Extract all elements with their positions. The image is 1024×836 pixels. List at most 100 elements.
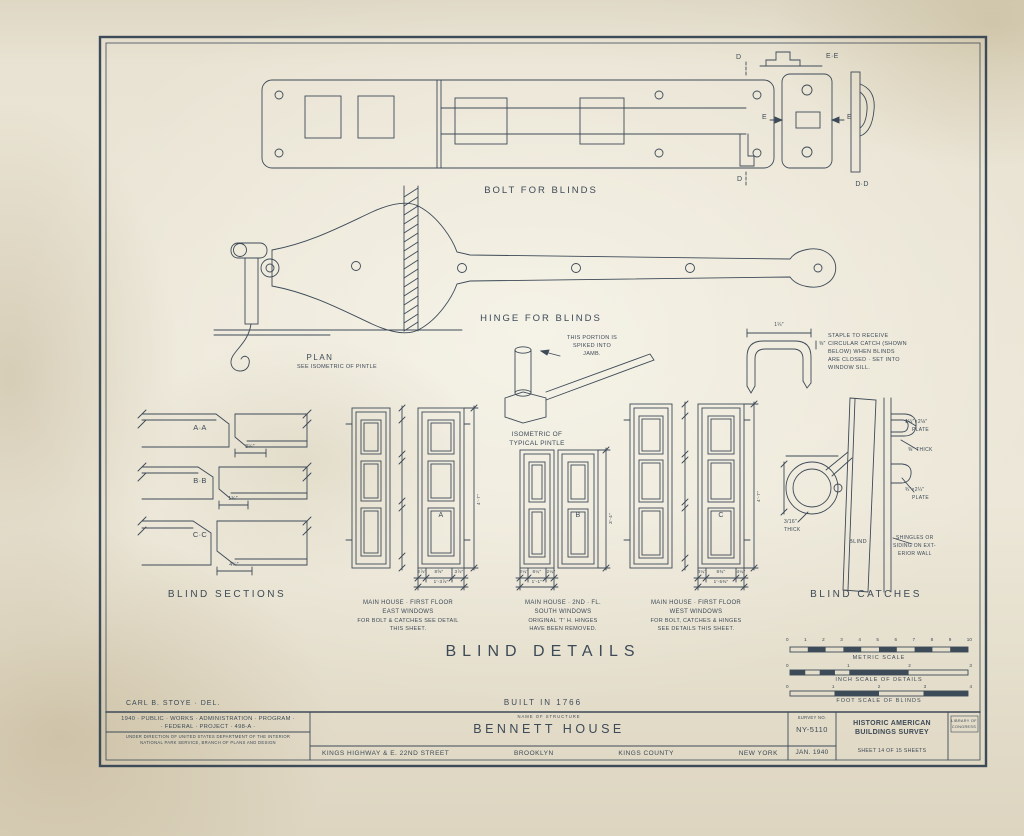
inch-scale-label: INCH SCALE OF DETAILS [835,677,923,683]
scale-bars [789,646,969,697]
catch-plate1-label: PLATE [912,427,929,433]
metric-10: 10 [966,637,972,642]
elev3-dim-w3: 4¼″ [736,569,746,574]
pintle-note-line1: THIS PORTION IS [566,335,618,341]
catch-blind-label: BLIND [849,539,867,545]
bolt-title: BOLT FOR BLINDS [484,185,598,196]
section-label-cc: C·C [192,530,208,539]
foot-2: 2 [877,684,881,689]
elev2-dim-w3: 2¼″ [546,569,556,574]
staple-thickness-dim: ⅜″ [819,341,826,347]
survey-no-label: SURVEY NO. [797,715,827,720]
foot-0: 0 [786,684,789,689]
sheet-number: SHEET 14 OF 15 SHEETS [857,748,927,754]
blind-catches-drawing [780,397,919,593]
blind-elevation-east [345,404,479,591]
section-dim-cc: 4¼″ [229,562,239,568]
blind-elevation-west [623,400,759,591]
loc-line1: LIBRARY OF [951,719,977,723]
survey-date: JAN. 1940 [795,749,829,756]
structure-name-label: NAME OF STRUCTURE [517,714,581,719]
bolt-drawing [261,51,875,187]
delineator-credit: CARL B. STOYE · DEL. [126,700,221,707]
blind-catches-title: BLIND CATCHES [810,589,922,600]
inch-1: 1 [847,663,850,668]
elev2-caption-line4: HAVE BEEN REMOVED. [529,626,597,632]
hinge-plan-label: PLAN [306,353,334,362]
elev3-caption-line3: FOR BOLT, CATCHES & HINGES [650,618,742,624]
catch-wall-line1: SHINGLES OR [896,535,934,541]
bolt-section-mark-d-bottom: D [737,176,743,183]
metric-8: 8 [930,637,934,642]
elev3-dim-height: 4′-7″ [757,490,762,502]
elev3-tag: C [718,512,724,519]
section-dim-aa: 3¼″ [245,444,255,450]
pwa-line3: UNDER DIRECTION OF UNITED STATES DEPARTM… [125,734,291,739]
elev1-dim-w2: 8⅝″ [434,569,444,574]
metric-0: 0 [786,637,789,642]
elev3-caption-line2: WEST WINDOWS [669,609,723,615]
pintle-caption-line1: ISOMETRIC OF [511,431,563,438]
structure-address: KINGS HIGHWAY & E. 22ND STREET BROOKLYN … [322,750,778,757]
elev2-dim-height: 3′-4″ [609,512,614,524]
catch-thick2-dim: 3/16″ [784,519,798,525]
section-label-bb: B·B [193,476,207,485]
built-date: BUILT IN 1766 [503,698,583,707]
loc-line2: CONGRESS [951,725,977,729]
metric-scale-label: METRIC SCALE [852,655,906,661]
catch-thick2-label: THICK [784,527,801,533]
elev3-caption-line4: SEE DETAILS THIS SHEET. [657,626,735,632]
elev2-dim-total: 1′-1″ [531,579,543,584]
metric-6: 6 [894,637,898,642]
catch-wall-line3: ERIOR WALL [898,551,932,557]
elev1-caption-line2: EAST WINDOWS [382,609,434,615]
elev1-dim-total: 1′-3⅞″ [433,579,449,584]
elev2-dim-w1: 2¼″ [519,569,529,574]
pwa-line1: 1940 · PUBLIC · WORKS · ADMINISTRATION ·… [121,716,295,722]
elev1-dim-height: 4′-7″ [477,493,482,505]
metric-7: 7 [912,637,916,642]
elev3-dim-w1: 4¼″ [697,569,707,574]
elev1-caption-line3: FOR BOLT & CATCHES SEE DETAIL [357,618,459,624]
hinge-title: HINGE FOR BLINDS [480,313,602,324]
foot-1: 1 [831,684,835,689]
metric-9: 9 [948,637,952,642]
blind-sections-drawing [137,409,312,576]
catch-plate2-label: PLATE [912,495,929,501]
catch-thick1-label: ⅜″ THICK [908,447,933,453]
elev2-caption-line3: ORIGINAL 'T' H. HINGES [528,618,598,624]
foot-3: 3 [923,684,927,689]
pintle-note-line3: JAMB. [583,351,601,357]
address-street: KINGS HIGHWAY & E. 22ND STREET [322,750,450,757]
bolt-section-mark-d-top: D [736,54,742,61]
pintle-caption-line2: TYPICAL PINTLE [509,440,565,447]
staple-note-line4: ARE CLOSED · SET INTO [828,357,900,363]
catch-wall-line2: SIDING ON EXT- [893,543,936,549]
address-city: BROOKLYN [514,750,554,757]
staple-note-line3: BELOW) WHEN BLINDS [828,349,895,355]
bolt-arrow-label-e-right: E [847,114,852,121]
hinge-drawing [213,185,837,372]
section-dim-bb: 1¾″ [228,496,238,502]
bolt-detail-label-dd: D·D [855,181,869,188]
bolt-detail-label-ee: E·E [826,53,839,60]
elev3-dim-total: 1′-5⅜″ [713,579,729,584]
metric-1: 1 [804,637,807,642]
sheet-main-title: BLIND DETAILS [445,643,641,660]
metric-5: 5 [876,637,879,642]
elev2-dim-w2: 8¼″ [532,569,542,574]
section-label-aa: A·A [193,423,207,432]
title-block-rules [105,711,981,761]
elev1-dim-w3: 3⅞″ [454,569,464,574]
inch-3: 3 [969,663,972,668]
elev1-caption-line1: MAIN HOUSE · FIRST FLOOR [362,600,454,606]
catch-plate1-dim: 1¼″×2⅛″ [905,419,928,425]
pwa-line2: · FEDERAL · PROJECT · 498-A · [160,724,256,730]
inch-2: 2 [908,663,911,668]
catch-plate2-dim: ¾″×2¼″ [905,487,925,493]
staple-note-line5: WINDOW SILL. [828,365,871,371]
bolt-arrow-label-e-left: E [762,114,767,121]
